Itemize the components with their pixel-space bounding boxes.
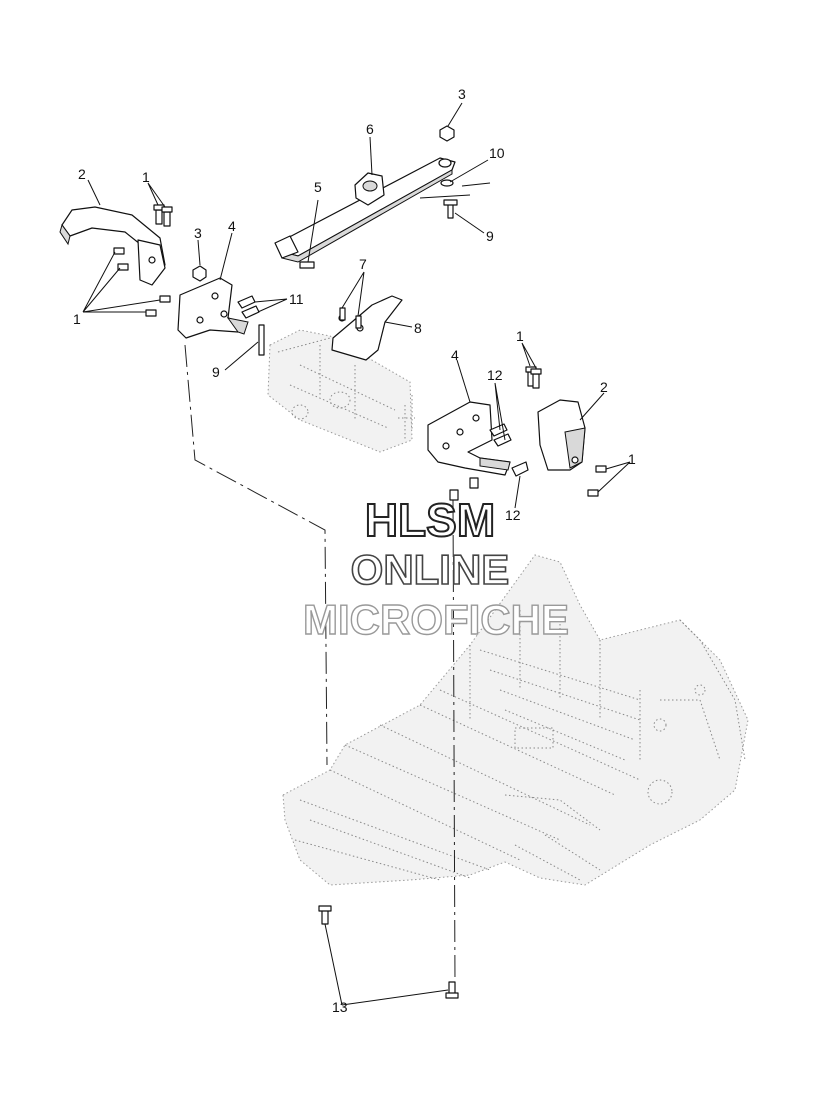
- callout-1-right-top: 1: [516, 328, 524, 344]
- callout-2-left: 2: [78, 166, 86, 182]
- cross-tube-part: [274, 157, 456, 263]
- chassis-outline: [282, 554, 749, 886]
- watermark-line-1: HLSM: [365, 494, 495, 546]
- watermark-line-3: MICROFICHE: [303, 596, 569, 643]
- callout-6: 6: [366, 121, 374, 137]
- fasteners: [113, 125, 607, 999]
- callout-1-left-top: 1: [142, 169, 150, 185]
- callout-3-top: 3: [458, 86, 466, 102]
- callout-5: 5: [314, 179, 322, 195]
- callout-11: 10: [489, 145, 505, 161]
- left-engine-mount: [177, 277, 249, 339]
- callout-8: 8: [414, 320, 422, 336]
- callout-12-right-bottom: 12: [505, 507, 521, 523]
- left-mount-bracket: [59, 206, 166, 286]
- callout-10: 9: [486, 228, 494, 244]
- callout-13: 13: [332, 999, 348, 1015]
- callout-12-left: 11: [289, 291, 304, 307]
- callout-2-right: 2: [600, 379, 608, 395]
- callout-4-right: 4: [451, 347, 459, 363]
- alignment-centerlines: [184, 344, 456, 986]
- leader-lines: [82, 102, 631, 1006]
- watermark: HLSM ONLINE MICROFICHE: [302, 493, 569, 644]
- callout-7: 7: [359, 256, 367, 272]
- callout-3-left: 3: [194, 225, 202, 241]
- engine-block-outline: [267, 329, 415, 453]
- heat-shield: [331, 295, 403, 361]
- callout-1-right-bottom: 1: [628, 451, 636, 467]
- right-engine-mount: [427, 401, 511, 476]
- watermark-line-2: ONLINE: [351, 546, 510, 593]
- callout-9: 9: [212, 364, 220, 380]
- callout-1-left-bottom: 1: [73, 311, 81, 327]
- callout-12-right-top: 12: [487, 367, 503, 383]
- right-mount-bracket: [537, 399, 586, 471]
- callout-4-left: 4: [228, 218, 236, 234]
- callout-labels: 2 1 1 3 4 5 6 3 10 9 7 8 11 9 4 1 12 2 1…: [73, 86, 636, 1015]
